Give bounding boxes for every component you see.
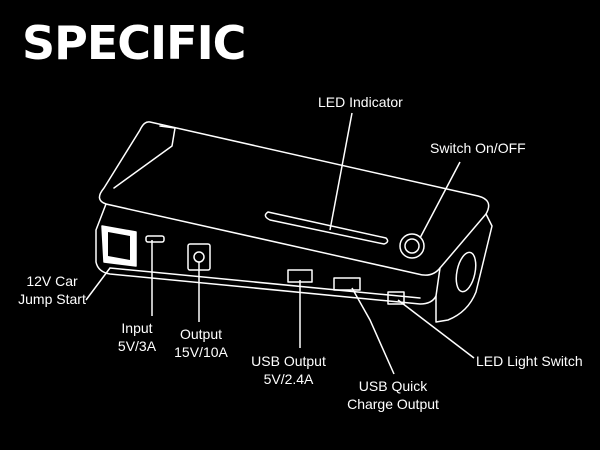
- input-line1: Input: [121, 320, 153, 336]
- page-title: SPECIFIC: [22, 16, 246, 70]
- usb-output-line1: USB Output: [251, 353, 326, 369]
- label-input: Input 5V/3A: [112, 319, 162, 355]
- end-led-lens: [455, 251, 477, 293]
- led-light-switch-text: LED Light Switch: [476, 353, 583, 369]
- leader-usbq: [351, 287, 395, 375]
- device-front-bottom: [109, 267, 421, 299]
- usb-quick-port: [333, 277, 361, 291]
- led-indicator-slot: [264, 211, 389, 245]
- leader-led: [329, 112, 353, 231]
- device-top-face: [98, 121, 490, 276]
- usb-output-line2: 5V/2.4A: [263, 371, 314, 387]
- power-switch: [399, 233, 425, 259]
- label-jump-start: 12V Car Jump Start: [2, 272, 102, 308]
- usb-quick-line2: Charge Output: [347, 396, 439, 412]
- switch-text: Switch On/OFF: [430, 140, 526, 156]
- leader-jump: [85, 267, 111, 301]
- output-line1: Output: [179, 326, 223, 342]
- label-output: Output 15V/10A: [165, 325, 237, 361]
- device-top-edge: [113, 125, 176, 189]
- label-led-indicator: LED Indicator: [318, 93, 403, 111]
- leader-switch: [419, 161, 461, 239]
- usb-quick-line1: USB Quick: [358, 378, 428, 394]
- device-end-face: [435, 213, 493, 323]
- jump-start-line1: 12V Car: [26, 273, 78, 289]
- label-led-light-switch: LED Light Switch: [476, 352, 583, 370]
- input-port: [145, 235, 165, 243]
- jump-start-line2: Jump Start: [18, 291, 86, 307]
- output-line2: 15V/10A: [174, 344, 228, 360]
- label-switch: Switch On/OFF: [430, 139, 526, 157]
- device-front-face: [95, 203, 441, 305]
- led-light-switch: [387, 291, 405, 305]
- label-usb-quick: USB Quick Charge Output: [338, 377, 448, 413]
- input-line2: 5V/3A: [117, 338, 157, 354]
- label-usb-output: USB Output 5V/2.4A: [241, 352, 336, 388]
- leader-ledsw: [397, 299, 475, 359]
- led-indicator-text: LED Indicator: [318, 94, 403, 110]
